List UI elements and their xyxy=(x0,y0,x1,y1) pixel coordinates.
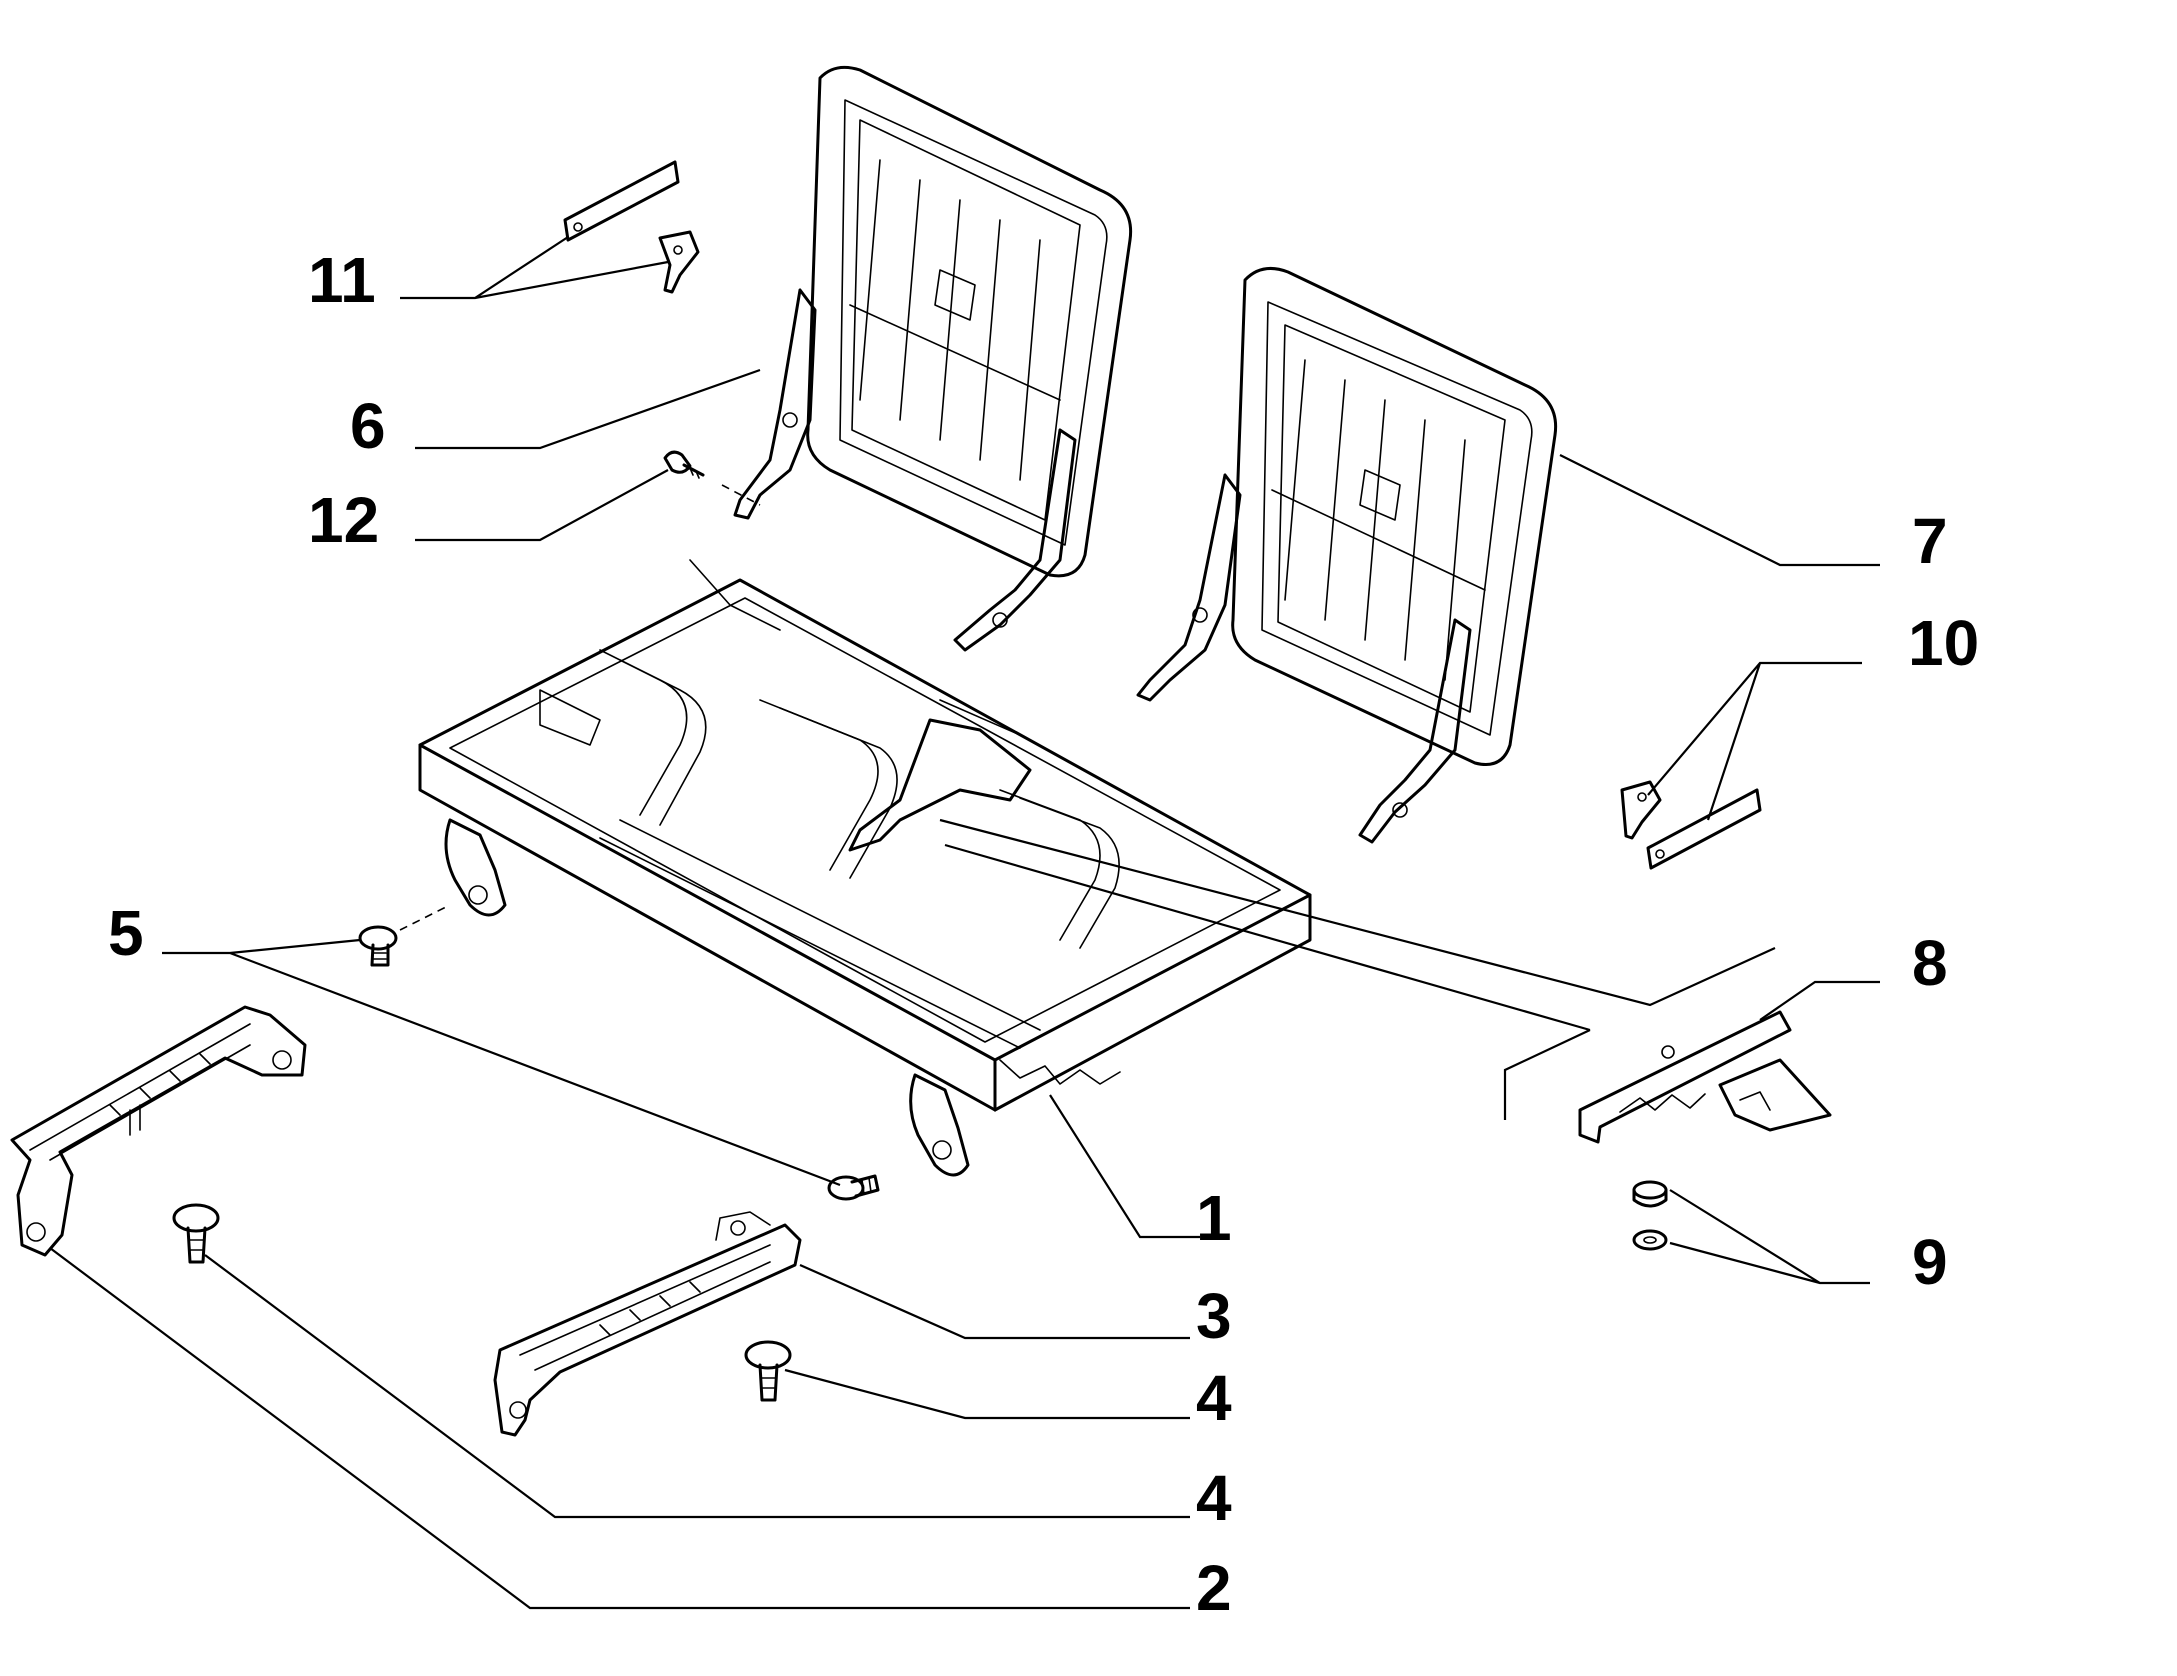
leader-5 xyxy=(162,938,841,1187)
callout-12: 12 xyxy=(308,484,379,556)
latch-bracket-8[interactable] xyxy=(1578,1010,1832,1144)
callout-5: 5 xyxy=(108,897,144,969)
leader-6 xyxy=(415,368,761,450)
callout-10: 10 xyxy=(1908,607,1979,679)
callout-11: 11 xyxy=(308,244,376,316)
slide-rail-left[interactable] xyxy=(10,1005,307,1257)
bracket-10[interactable] xyxy=(1620,780,1662,840)
leader-lines xyxy=(49,236,1880,1610)
slide-rail-right[interactable] xyxy=(493,1211,802,1437)
leader-12 xyxy=(415,469,669,542)
seat-frame-foot-right xyxy=(909,1073,970,1177)
callout-7: 7 xyxy=(1912,505,1948,577)
callout-9: 9 xyxy=(1912,1226,1948,1298)
leader-4-upper xyxy=(204,1254,1190,1519)
leader-7 xyxy=(1559,454,1880,567)
callout-4-lower: 4 xyxy=(1196,1362,1232,1434)
leader-3 xyxy=(799,1263,1190,1340)
spacer-9[interactable] xyxy=(1632,1180,1668,1208)
bolt-5-axis-line xyxy=(399,904,451,931)
bolt-5-upper[interactable] xyxy=(358,925,398,967)
bolt-12[interactable] xyxy=(663,450,705,479)
bolt-5-lower[interactable] xyxy=(827,1174,880,1201)
callout-labels: 11 6 12 7 10 5 8 1 9 3 4 4 2 xyxy=(108,244,1979,1624)
leader-10 xyxy=(1647,661,1862,821)
callout-8: 8 xyxy=(1912,927,1948,999)
leader-9 xyxy=(1669,1189,1870,1285)
leader-11 xyxy=(400,236,669,300)
leader-8-ref xyxy=(939,818,1776,1120)
seat-back-frame-left[interactable] xyxy=(733,65,1133,652)
callout-4-upper: 4 xyxy=(1196,1462,1232,1534)
bolt-4-upper[interactable] xyxy=(172,1203,220,1264)
seat-cushion-frame[interactable] xyxy=(418,559,1312,1112)
leader-2 xyxy=(49,1247,1190,1610)
washer-9[interactable] xyxy=(1632,1229,1668,1251)
bolt-4-lower[interactable] xyxy=(744,1340,792,1402)
seat-back-frame-right[interactable] xyxy=(1136,266,1558,844)
callout-1: 1 xyxy=(1196,1182,1232,1254)
bracket-11[interactable] xyxy=(658,230,700,294)
callout-2: 2 xyxy=(1196,1552,1232,1624)
strap-plate-11[interactable] xyxy=(563,160,680,242)
leader-4-lower xyxy=(784,1368,1190,1420)
strap-plate-10[interactable] xyxy=(1646,788,1762,870)
callout-3: 3 xyxy=(1196,1280,1232,1352)
leader-1 xyxy=(1049,1094,1200,1239)
seat-frame-foot-left xyxy=(444,818,507,917)
bolt-12-axis-line xyxy=(721,484,761,506)
callout-6: 6 xyxy=(350,390,386,462)
leader-8 xyxy=(1759,980,1880,1021)
